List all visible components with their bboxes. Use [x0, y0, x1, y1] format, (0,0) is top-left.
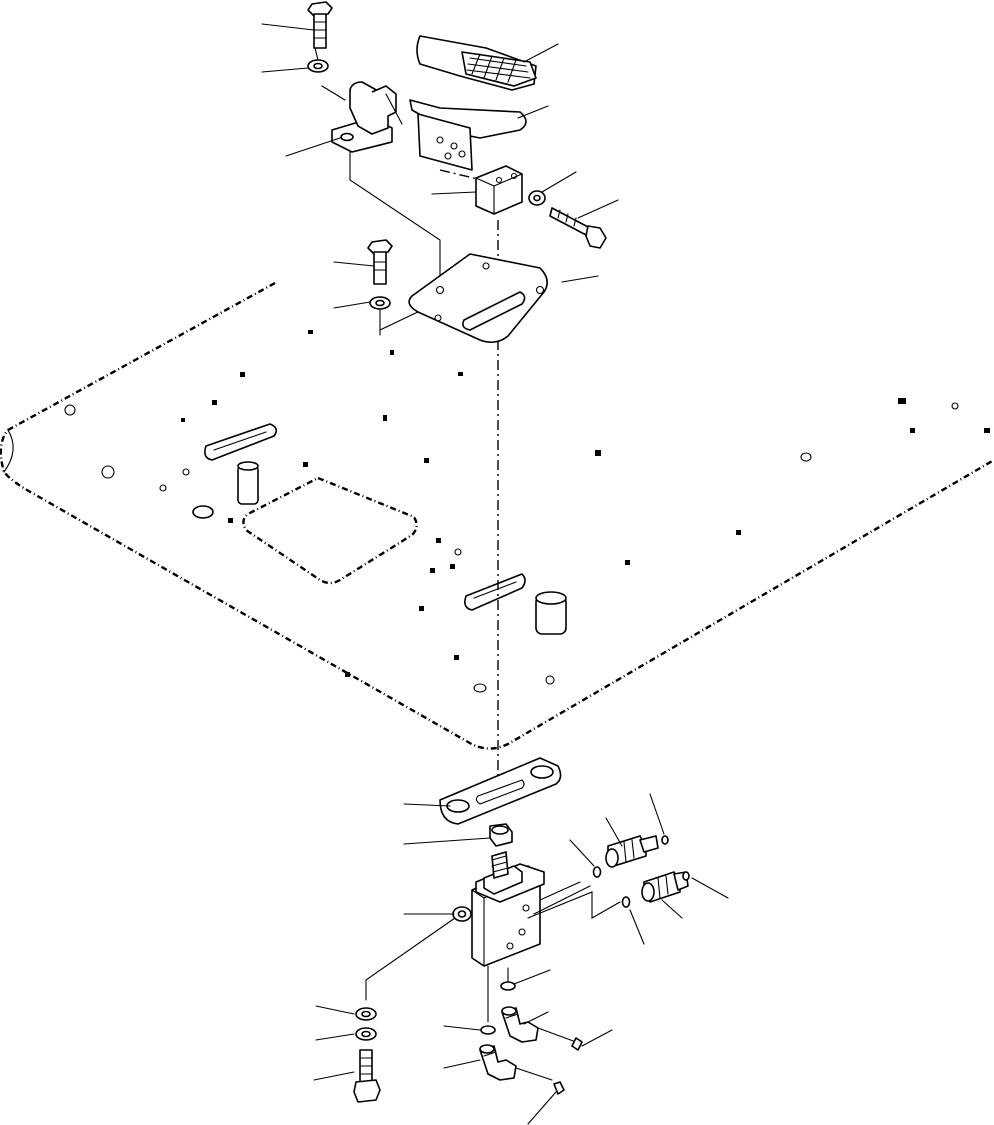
- pedal-bracket: [331, 81, 403, 153]
- valve-nut: [489, 823, 513, 847]
- pedal-pad: [416, 35, 537, 91]
- valve-bottom-seal: [480, 1025, 496, 1035]
- pedal-spacer-block: [475, 165, 523, 215]
- pedal-bolt-top: [307, 1, 333, 49]
- floor-plate-bushing: [237, 461, 259, 505]
- o-ring-upper: [592, 866, 602, 878]
- floor-plate-holes: [64, 330, 990, 693]
- valve-fitting-upper: [605, 835, 669, 868]
- pedal-pivot-bolt: [549, 207, 607, 249]
- leader-lines: [261, 23, 729, 1125]
- pedal-lever: [409, 99, 527, 171]
- floor-plate-grommet: [192, 505, 214, 519]
- valve-washer-2: [355, 1027, 377, 1041]
- elbow-fitting-right: [501, 1006, 583, 1051]
- mounting-bolt-mid: [367, 239, 393, 285]
- pedal-pivot-washer: [528, 190, 546, 206]
- floor-plate-mount-slot: [204, 423, 278, 461]
- mounting-washer-mid: [369, 296, 391, 310]
- floor-plate-access-cover: [242, 476, 418, 585]
- valve-fitting-lower: [641, 871, 690, 903]
- pedal-washer-top: [307, 59, 329, 73]
- valve-bottom-plug: [500, 981, 516, 991]
- valve-gasket: [439, 757, 562, 825]
- brake-valve-body: [452, 851, 545, 967]
- elbow-fitting-left: [479, 1044, 565, 1095]
- floor-plate-valve-port: [464, 573, 526, 611]
- valve-guide-lines: [365, 881, 621, 1023]
- valve-washer-1: [355, 1007, 377, 1021]
- floor-plate: [0, 281, 994, 750]
- pedal-mounting-plate: [408, 253, 548, 344]
- valve-mounting-bolt: [353, 1049, 381, 1103]
- o-ring-lower: [621, 896, 631, 908]
- floor-plate-boot: [535, 591, 567, 635]
